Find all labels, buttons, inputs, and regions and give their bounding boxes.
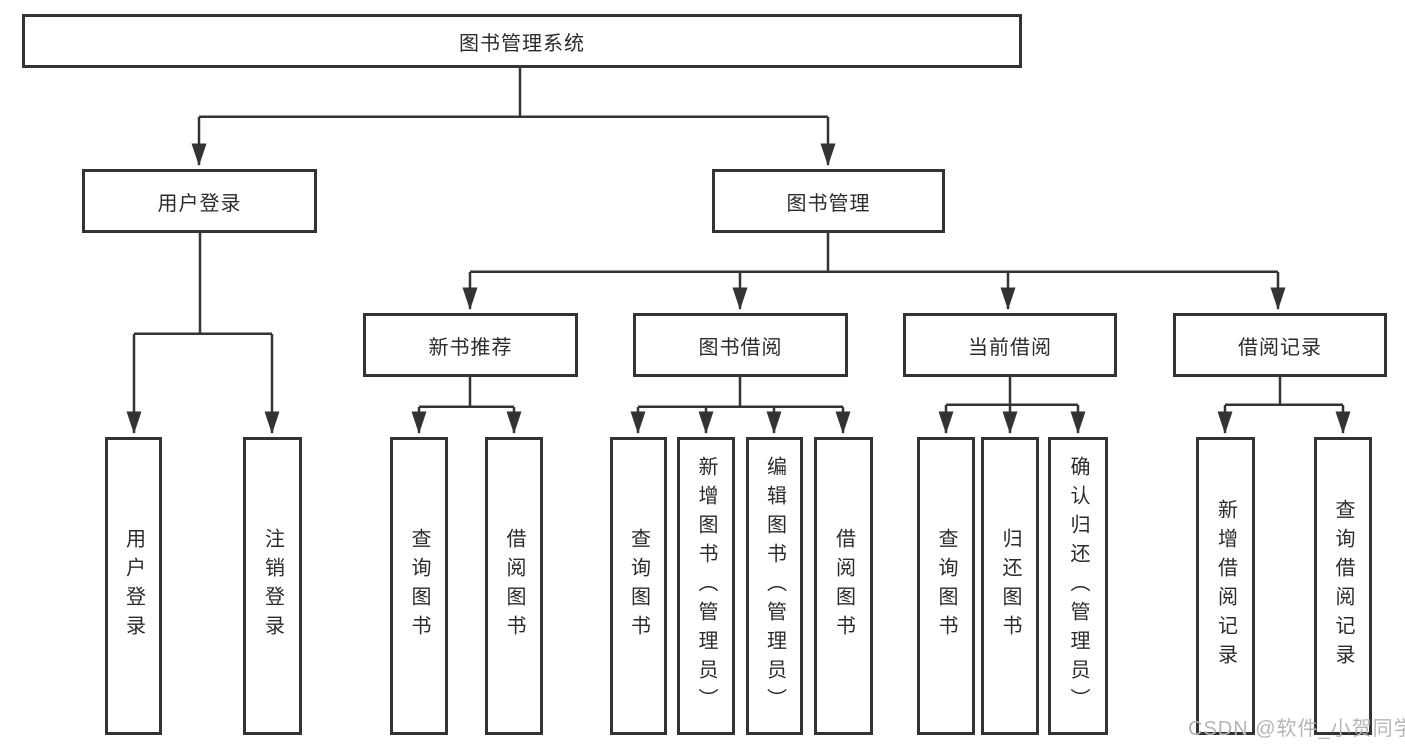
node-label: 当前借阅 (968, 336, 1052, 359)
node-label: 借阅图书 (503, 528, 525, 644)
node-user-login-branch: 用户登录 (82, 169, 317, 233)
node-label: 新增图书（管理员） (695, 455, 717, 717)
node-add-books-admin: 新增图书（管理员） (677, 437, 735, 735)
node-current-borrowing: 当前借阅 (903, 313, 1117, 377)
node-borrowing-query-books: 查询图书 (610, 437, 667, 735)
node-label: 查询借阅记录 (1332, 499, 1354, 673)
node-label: 归还图书 (999, 528, 1021, 644)
node-logout-leaf: 注销登录 (243, 437, 302, 735)
node-edit-books-admin: 编辑图书（管理员） (746, 437, 803, 735)
node-label: 用户登录 (122, 528, 145, 644)
node-label: 确认归还（管理员） (1067, 455, 1089, 717)
node-label: 查询图书 (408, 528, 430, 644)
node-recommend-borrow-books: 借阅图书 (485, 437, 543, 735)
node-label: 新书推荐 (428, 336, 513, 359)
node-label: 借阅记录 (1238, 336, 1322, 359)
node-label: 查询图书 (627, 528, 650, 644)
node-borrowing-borrow-books: 借阅图书 (814, 437, 873, 735)
node-current-query-books: 查询图书 (917, 437, 975, 735)
node-book-borrowing: 图书借阅 (633, 313, 848, 377)
node-label: 注销登录 (261, 528, 284, 644)
node-label: 新增借阅记录 (1214, 499, 1237, 673)
node-confirm-return-admin: 确认归还（管理员） (1048, 437, 1108, 735)
node-label: 借阅图书 (832, 528, 855, 644)
node-new-book-recommendation: 新书推荐 (363, 313, 578, 377)
node-label: 图书借阅 (698, 336, 783, 359)
node-borrowing-records: 借阅记录 (1173, 313, 1387, 377)
node-label: 编辑图书（管理员） (763, 455, 786, 717)
node-library-management-system: 图书管理系统 (22, 14, 1022, 68)
node-add-borrow-record: 新增借阅记录 (1196, 437, 1255, 735)
csdn-watermark: CSDN @软件_小贺同学 (1188, 718, 1405, 740)
node-return-books: 归还图书 (981, 437, 1039, 735)
node-label: 图书管理 (786, 192, 871, 215)
node-label: 图书管理系统 (459, 32, 585, 55)
node-recommend-query-books: 查询图书 (390, 437, 448, 735)
node-label: 查询图书 (935, 528, 957, 644)
node-query-borrow-record: 查询借阅记录 (1314, 437, 1372, 735)
node-book-management-branch: 图书管理 (712, 169, 945, 233)
node-label: 用户登录 (157, 192, 242, 215)
node-user-login-leaf: 用户登录 (105, 437, 162, 735)
